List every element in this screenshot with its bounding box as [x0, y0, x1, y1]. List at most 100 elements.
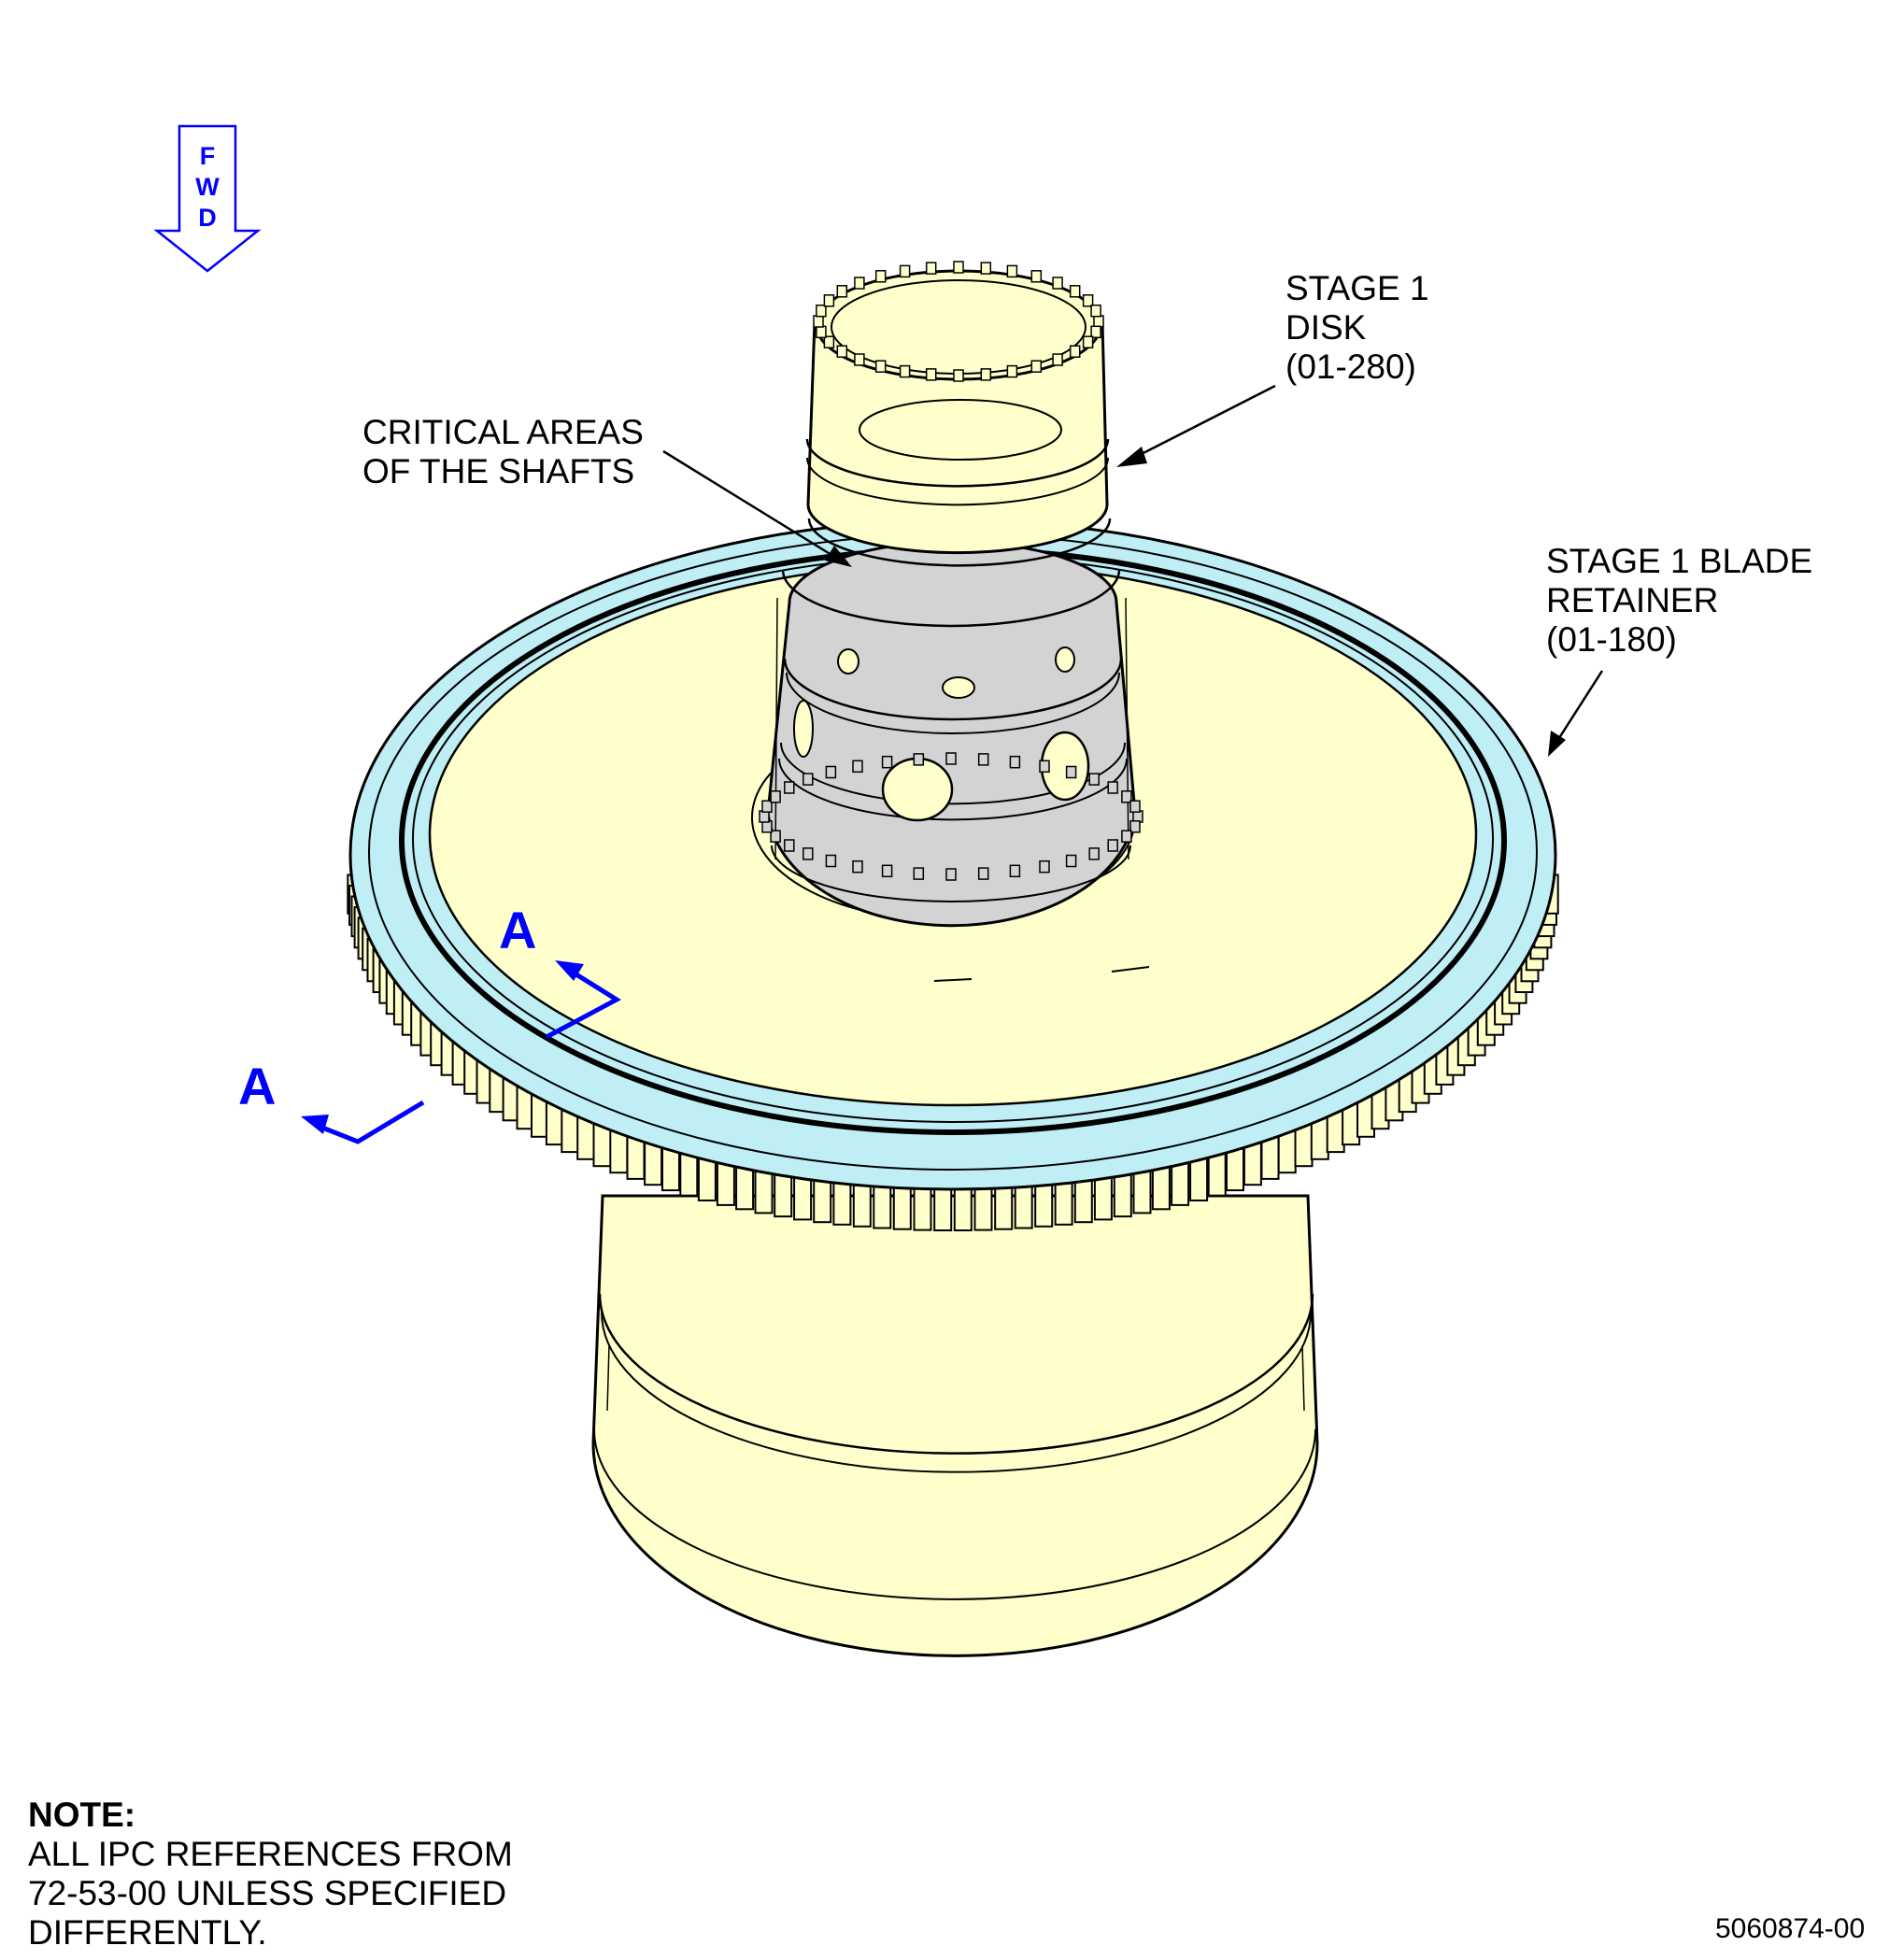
upper-shaft-tube: [805, 269, 1112, 567]
callout-stage1-disk: STAGE 1 DISK (01-280): [1285, 269, 1429, 387]
spline-tooth: [1039, 760, 1050, 774]
spline-tooth: [1006, 364, 1018, 378]
callout-stage1-disk-line2: DISK: [1285, 308, 1367, 347]
section-arrow-upper-icon: [555, 960, 584, 981]
spline-tooth: [1090, 304, 1101, 318]
spline-tooth: [899, 264, 911, 278]
spline-tooth: [1030, 270, 1043, 283]
spline-tooth: [1129, 820, 1141, 833]
spline-tooth: [813, 315, 824, 328]
spline-tooth: [1121, 830, 1132, 843]
fwd-letter-w: W: [195, 173, 220, 201]
spline-tooth: [823, 335, 835, 348]
spline-tooth: [977, 753, 989, 766]
spline-tooth: [1030, 360, 1043, 373]
spline-tooth: [836, 345, 848, 358]
section-cut-line-lower: [301, 1100, 425, 1144]
shaft-critical-area: [766, 540, 1137, 928]
note-line-2: 72-53-00 UNLESS SPECIFIED: [28, 1874, 507, 1912]
note-block: NOTE: ALL IPC REFERENCES FROM 72-53-00 U…: [28, 1796, 513, 1953]
spline-tooth: [945, 868, 957, 881]
callout-critical-areas-line1: CRITICAL AREAS: [362, 413, 644, 451]
spline-tooth: [899, 364, 911, 378]
spline-tooth: [825, 765, 837, 779]
spline-tooth: [881, 864, 893, 878]
spline-tooth: [953, 369, 964, 382]
spline-tooth: [1039, 859, 1050, 873]
fwd-letter-f: F: [199, 142, 216, 170]
spline-tooth: [1069, 285, 1081, 298]
spline-tooth: [1065, 854, 1077, 868]
callout-critical-areas-line2: OF THE SHAFTS: [362, 452, 635, 490]
spline-tooth: [836, 285, 848, 298]
spline-tooth: [925, 262, 937, 275]
leader-line-critical-areas: [662, 449, 837, 560]
spline-tooth: [816, 325, 827, 339]
spline-tooth: [1006, 264, 1018, 278]
spline-tooth: [953, 261, 964, 274]
spline-tooth: [1052, 353, 1063, 366]
note-line-3: DIFFERENTLY.: [28, 1913, 267, 1952]
spline-tooth: [1093, 315, 1104, 328]
spline-tooth: [802, 773, 814, 786]
spline-tooth: [945, 752, 957, 765]
callout-critical-areas: CRITICAL AREAS OF THE SHAFTS: [362, 413, 644, 491]
spline-tooth: [770, 790, 781, 803]
leader-line-blade-retainer: [1555, 670, 1604, 742]
spline-tooth: [784, 839, 795, 852]
section-mark-lower: A: [238, 1057, 277, 1115]
section-mark-upper: A: [499, 901, 537, 959]
spline-tooth: [1088, 773, 1100, 786]
fwd-arrow-icon: [153, 124, 262, 273]
spline-tooth: [1082, 294, 1094, 307]
callout-blade-retainer-line2: RETAINER: [1546, 581, 1719, 619]
callout-blade-retainer: STAGE 1 BLADE RETAINER (01-180): [1546, 542, 1812, 660]
lower-drum: [591, 1194, 1319, 1657]
spline-tooth: [980, 368, 992, 381]
section-arrow-lower-icon: [301, 1115, 329, 1134]
callout-stage1-disk-line1: STAGE 1: [1285, 269, 1429, 307]
spline-tooth: [874, 270, 887, 283]
spline-tooth: [802, 847, 814, 860]
spline-tooth: [825, 854, 837, 868]
spline-tooth: [1082, 335, 1094, 348]
spline-tooth: [761, 800, 773, 813]
spline-tooth: [854, 353, 865, 366]
note-line-1: ALL IPC REFERENCES FROM: [28, 1835, 513, 1873]
spline-tooth: [874, 360, 887, 373]
spline-tooth: [1069, 345, 1081, 358]
spline-tooth: [980, 262, 992, 275]
spline-teeth-bottom: [759, 752, 1143, 881]
callout-blade-retainer-line3: (01-180): [1546, 620, 1677, 659]
spline-teeth-top: [813, 261, 1104, 382]
spline-tooth: [1129, 800, 1141, 813]
note-title: NOTE:: [28, 1796, 136, 1834]
spline-tooth: [854, 277, 865, 290]
spline-tooth: [925, 368, 937, 381]
fwd-letter-d: D: [198, 204, 217, 232]
spline-tooth: [816, 304, 827, 318]
leader-lines: [662, 384, 1604, 757]
spline-tooth: [823, 294, 835, 307]
callout-blade-retainer-line1: STAGE 1 BLADE: [1546, 542, 1813, 580]
callout-stage1-disk-line3: (01-280): [1285, 348, 1416, 386]
spline-tooth: [977, 867, 989, 880]
spline-tooth: [881, 755, 893, 769]
leader-arrowhead-stage1-disk: [1116, 447, 1147, 467]
spline-tooth: [1088, 847, 1100, 860]
leader-arrowhead-critical-areas: [825, 546, 852, 567]
spline-tooth: [913, 753, 925, 766]
spline-tooth: [1121, 790, 1132, 803]
leader-arrowhead-blade-retainer: [1548, 731, 1566, 757]
spline-tooth: [1090, 325, 1101, 339]
spline-tooth: [1065, 765, 1077, 779]
spline-tooth: [1009, 755, 1021, 769]
spline-tooth: [1107, 781, 1118, 794]
figure-number: 5060874-00: [1715, 1913, 1866, 1944]
spline-tooth: [852, 760, 863, 774]
spline-tooth: [784, 781, 795, 794]
spline-tooth: [1052, 277, 1063, 290]
spline-tooth: [1009, 864, 1021, 878]
leader-line-stage1-disk: [1129, 384, 1276, 462]
